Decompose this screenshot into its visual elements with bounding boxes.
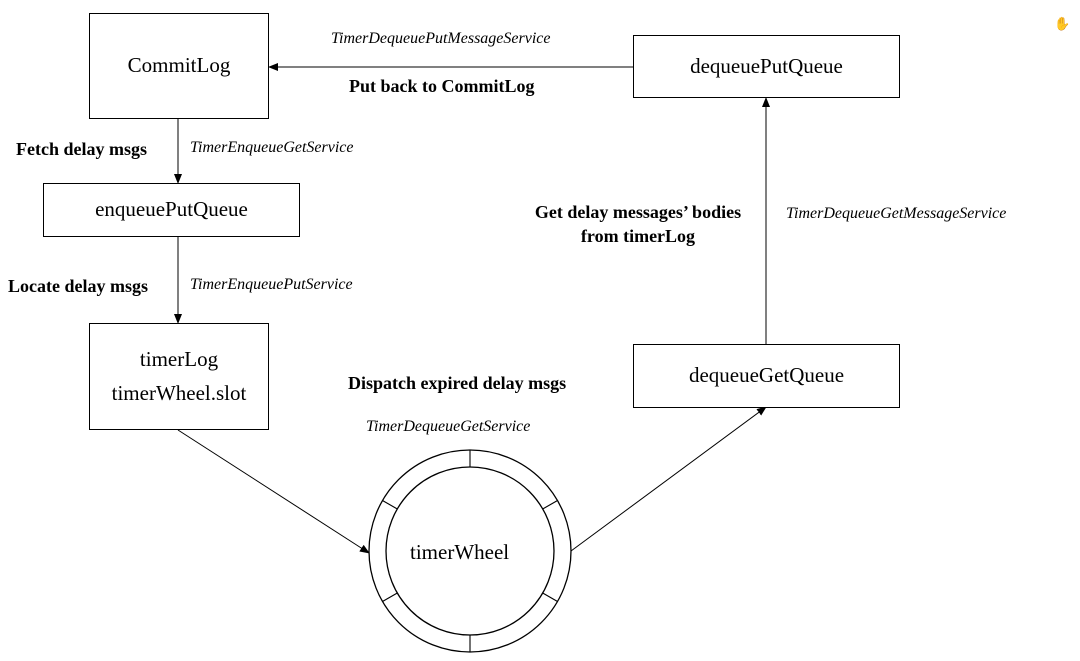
- get-bodies-line1: Get delay messages’ bodies: [534, 202, 742, 222]
- dispatch-service-label: TimerDequeueGetService: [366, 418, 531, 435]
- get-bodies-line2: from timerLog: [580, 226, 696, 247]
- dequeue-get-queue-label: dequeueGetQueue: [688, 363, 845, 388]
- enqueue-put-queue-node: enqueuePutQueue: [43, 183, 300, 237]
- timer-wheel-label: timerWheel: [410, 540, 510, 564]
- commitlog-node: CommitLog: [89, 13, 269, 119]
- get-bodies-service-label: TimerDequeueGetMessageService: [786, 205, 1007, 222]
- edge-dispatch-arrow: [570, 406, 767, 552]
- commitlog-label: CommitLog: [127, 53, 231, 78]
- fetch-service-label: TimerEnqueueGetService: [190, 139, 354, 156]
- put-back-service-label: TimerDequeuePutMessageService: [331, 30, 551, 47]
- wheel-slot-divider: [382, 500, 398, 510]
- locate-service-label: TimerEnqueuePutService: [190, 276, 353, 293]
- wheel-slot-divider: [542, 592, 558, 602]
- wheel-slot-divider: [382, 592, 398, 602]
- timerwheel-slot-label: timerWheel.slot: [111, 380, 247, 405]
- wheel-slot-divider: [542, 500, 558, 510]
- dequeue-get-queue-node: dequeueGetQueue: [633, 344, 900, 408]
- locate-action-label: Locate delay msgs: [8, 276, 148, 296]
- dispatch-action-label: Dispatch expired delay msgs: [348, 373, 567, 393]
- timer-wheel-shape: [368, 449, 572, 653]
- get-bodies-action-label: Get delay messages’ bodies from timerLog: [521, 200, 755, 249]
- hand-pointer-icon[interactable]: ✋: [1054, 17, 1071, 32]
- put-back-action-label: Put back to CommitLog: [349, 76, 535, 96]
- dequeue-put-queue-label: dequeuePutQueue: [690, 53, 843, 78]
- timerlog-label: timerLog: [139, 346, 219, 371]
- enqueue-put-queue-label: enqueuePutQueue: [95, 197, 248, 222]
- timerlog-node: timerLog timerWheel.slot: [89, 323, 269, 430]
- edge-timerlog-to-wheel-arrow: [177, 429, 370, 554]
- fetch-action-label: Fetch delay msgs: [16, 139, 147, 159]
- dequeue-put-queue-node: dequeuePutQueue: [633, 35, 900, 98]
